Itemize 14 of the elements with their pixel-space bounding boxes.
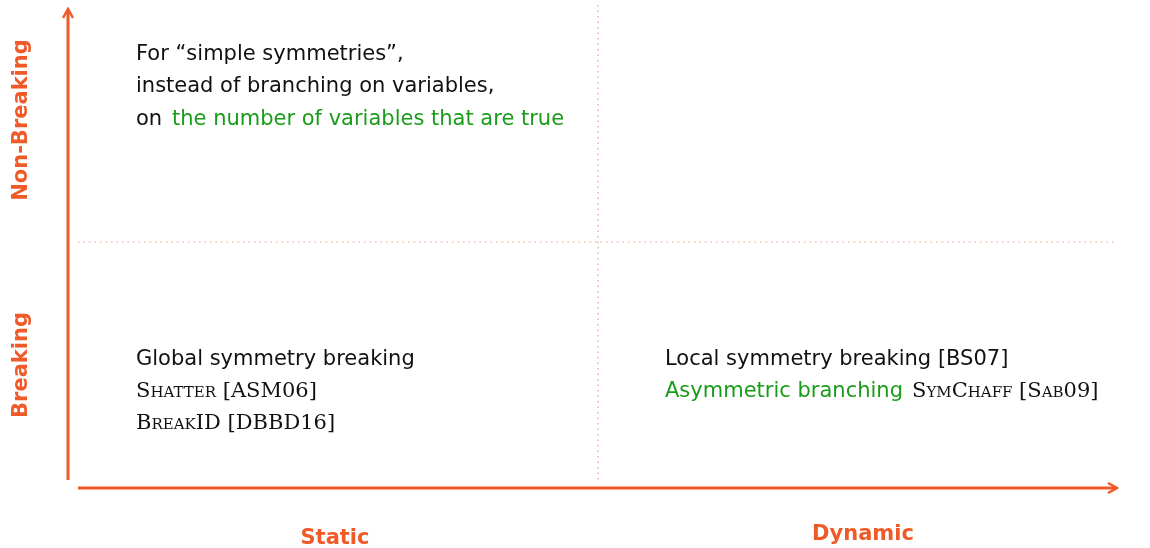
axis-label: Non-Breaking: [7, 39, 33, 201]
quadrant-text: Shatter [ASM06]: [136, 377, 317, 403]
quadrant-text: instead of branching on variables,: [136, 72, 495, 98]
quadrant-text: Global symmetry breaking: [136, 345, 415, 371]
axis-label: Static: [300, 524, 370, 548]
quadrant-text: For “simple symmetries”,: [136, 40, 404, 66]
quadrant-text: Local symmetry breaking [BS07]: [665, 345, 1009, 371]
quadrant-text: on: [136, 105, 163, 131]
highlighted-text: the number of variables that are true: [172, 105, 565, 131]
axis-label: Breaking: [7, 312, 33, 418]
highlighted-text: Asymmetric branching: [665, 377, 903, 403]
quadrant-text: SymChaff [Sab09]: [912, 377, 1099, 403]
quadrant-text: BreakID [DBBD16]: [136, 409, 336, 435]
axis-label: Dynamic: [812, 520, 914, 546]
